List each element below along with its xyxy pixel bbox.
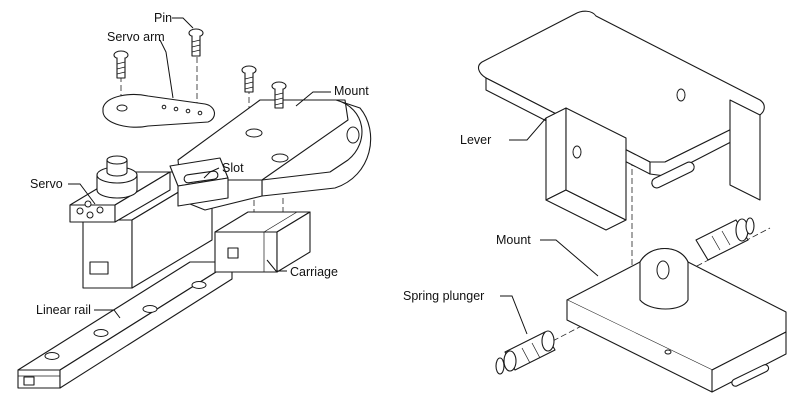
- spring-plunger-lower: [495, 330, 556, 375]
- screw-mount-2: [271, 81, 287, 109]
- label-spring-plunger: Spring plunger: [403, 289, 484, 303]
- mount-left: [169, 99, 372, 211]
- label-pin: Pin: [154, 11, 172, 25]
- label-slot: Slot: [222, 161, 244, 175]
- label-servo-arm: Servo arm: [107, 30, 165, 44]
- screw-mount-1: [241, 65, 257, 93]
- label-mount-left: Mount: [334, 84, 369, 98]
- label-mount-right: Mount: [496, 233, 531, 247]
- label-servo: Servo: [30, 177, 63, 191]
- label-lever: Lever: [460, 133, 491, 147]
- screw-arm: [113, 50, 129, 79]
- servo-arm: [102, 93, 215, 128]
- carriage: [214, 211, 311, 273]
- linear-rail: [17, 261, 233, 389]
- left-exploded-view: Pin Servo arm Mount Slot Servo Carriage …: [17, 11, 372, 389]
- lever: [477, 10, 765, 231]
- label-carriage: Carriage: [290, 265, 338, 279]
- spring-plunger-upper: [695, 217, 755, 261]
- pin-screw: [188, 28, 204, 57]
- mount-right: [566, 248, 787, 393]
- right-exploded-view: Lever Mount Spring plunger: [403, 10, 787, 393]
- label-linear-rail: Linear rail: [36, 303, 91, 317]
